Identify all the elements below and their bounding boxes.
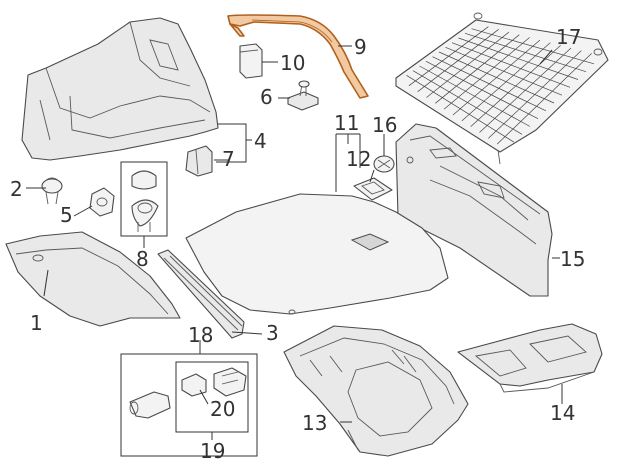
- net-line: [488, 50, 582, 139]
- part-hook[interactable]: [41, 177, 63, 205]
- part-insert-tray[interactable]: [457, 323, 603, 393]
- callout-2: 2: [10, 177, 23, 201]
- callout-9: 9: [354, 35, 367, 59]
- callout-16: 16: [372, 113, 397, 137]
- net-mesh: [406, 26, 595, 145]
- leader-lines: [26, 45, 563, 440]
- part-clip[interactable]: [89, 187, 115, 217]
- callout-19: 19: [200, 439, 225, 463]
- net-line: [496, 53, 592, 145]
- callout-13: 13: [302, 411, 327, 435]
- net-line: [471, 28, 595, 65]
- callout-5: 5: [60, 203, 73, 227]
- callout-11: 11: [334, 111, 359, 135]
- part-fastener-set[interactable]: [120, 161, 168, 237]
- part-left-side-trim[interactable]: [21, 17, 219, 161]
- part-small-lid[interactable]: [353, 177, 393, 201]
- part-round-plug[interactable]: [373, 155, 395, 173]
- callout-17: 17: [556, 25, 581, 49]
- callout-4: 4: [254, 129, 267, 153]
- callout-14: 14: [550, 401, 575, 425]
- part-tie-down[interactable]: [287, 80, 319, 111]
- part-bracket[interactable]: [185, 145, 213, 177]
- part-side-storage-cover[interactable]: [5, 231, 181, 327]
- part-cargo-net[interactable]: [395, 12, 609, 165]
- callout-6: 6: [260, 85, 273, 109]
- callout-7: 7: [222, 147, 235, 171]
- callout-1: 1: [30, 311, 43, 335]
- callout-3: 3: [266, 321, 279, 345]
- callout-20: 20: [210, 397, 235, 421]
- part-lamp-lens[interactable]: [129, 391, 171, 419]
- part-small-cover[interactable]: [239, 43, 263, 79]
- callout-12: 12: [346, 147, 371, 171]
- callout-8: 8: [136, 247, 149, 271]
- callout-15: 15: [560, 247, 585, 271]
- part-lamp-socket[interactable]: [181, 367, 247, 397]
- part-trunk-floor-mat[interactable]: [185, 193, 449, 315]
- part-spare-wheel-tub[interactable]: [283, 325, 469, 457]
- callout-labels: 1 2 3 4 5 6 7 8 9 10 11 12 13 14 15 16 1…: [10, 25, 585, 463]
- part-sill-plate[interactable]: [157, 249, 245, 339]
- part-trim-strip-highlighted[interactable]: [227, 14, 369, 99]
- callout-18: 18: [188, 323, 213, 347]
- callout-10: 10: [280, 51, 305, 75]
